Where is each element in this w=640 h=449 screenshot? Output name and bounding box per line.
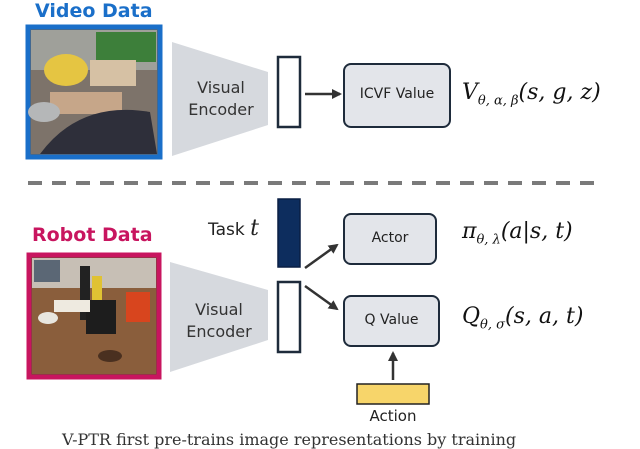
icvf-value-box	[343, 63, 451, 128]
task-label-text: Task	[208, 220, 245, 240]
robot-section-title: Robot Data	[32, 224, 153, 246]
caption-fragment: V-PTR first pre-trains image representat…	[62, 430, 517, 449]
actor-formula-main: π	[462, 219, 477, 244]
icvf-formula-main: V	[462, 80, 478, 105]
robot-feature-vector	[276, 280, 302, 354]
actor-label: Actor	[371, 230, 409, 246]
arrow-to-q	[304, 284, 339, 311]
video-feature-vector	[276, 55, 302, 129]
video-encoder-label-line1: Visual	[197, 78, 245, 97]
icvf-formula-sub: θ, α, β	[477, 93, 519, 109]
q-formula-sub: θ, σ	[480, 317, 506, 333]
arrow-to-actor	[304, 243, 339, 270]
video-encoder-label: Visual Encoder	[182, 77, 260, 121]
robot-encoder-label-line2: Encoder	[186, 322, 252, 341]
actor-formula-args: (a|s, t)	[500, 219, 573, 244]
task-label: Task t	[208, 216, 259, 241]
action-bar	[356, 383, 430, 405]
robot-encoder-label: Visual Encoder	[180, 299, 258, 343]
icvf-value-label: ICVF Value	[359, 86, 435, 102]
robot-encoder-shape	[170, 262, 268, 372]
video-encoder-label-line2: Encoder	[188, 100, 254, 119]
icvf-value-formula: Vθ, α, β(s, g, z)	[462, 80, 601, 108]
q-formula-args: (s, a, t)	[505, 304, 584, 329]
robot-image	[32, 258, 156, 374]
icvf-formula-args: (s, g, z)	[518, 80, 601, 105]
actor-formula-sub: θ, λ	[476, 232, 501, 248]
q-formula-main: Q	[462, 304, 481, 329]
robot-encoder-label-line1: Visual	[195, 300, 243, 319]
video-image	[28, 30, 157, 154]
q-value-formula: Qθ, σ(s, a, t)	[462, 304, 583, 332]
actor-formula: πθ, λ(a|s, t)	[462, 219, 573, 247]
task-embedding-bar	[277, 198, 301, 268]
task-label-var: t	[250, 216, 259, 241]
video-section-title: Video Data	[35, 0, 153, 22]
robot-section	[26, 198, 440, 405]
q-value-label: Q Value	[364, 312, 419, 328]
actor-box	[343, 213, 437, 265]
action-label: Action	[369, 407, 417, 425]
video-section	[25, 24, 451, 160]
q-value-box	[343, 295, 440, 347]
video-encoder-shape	[172, 42, 268, 156]
